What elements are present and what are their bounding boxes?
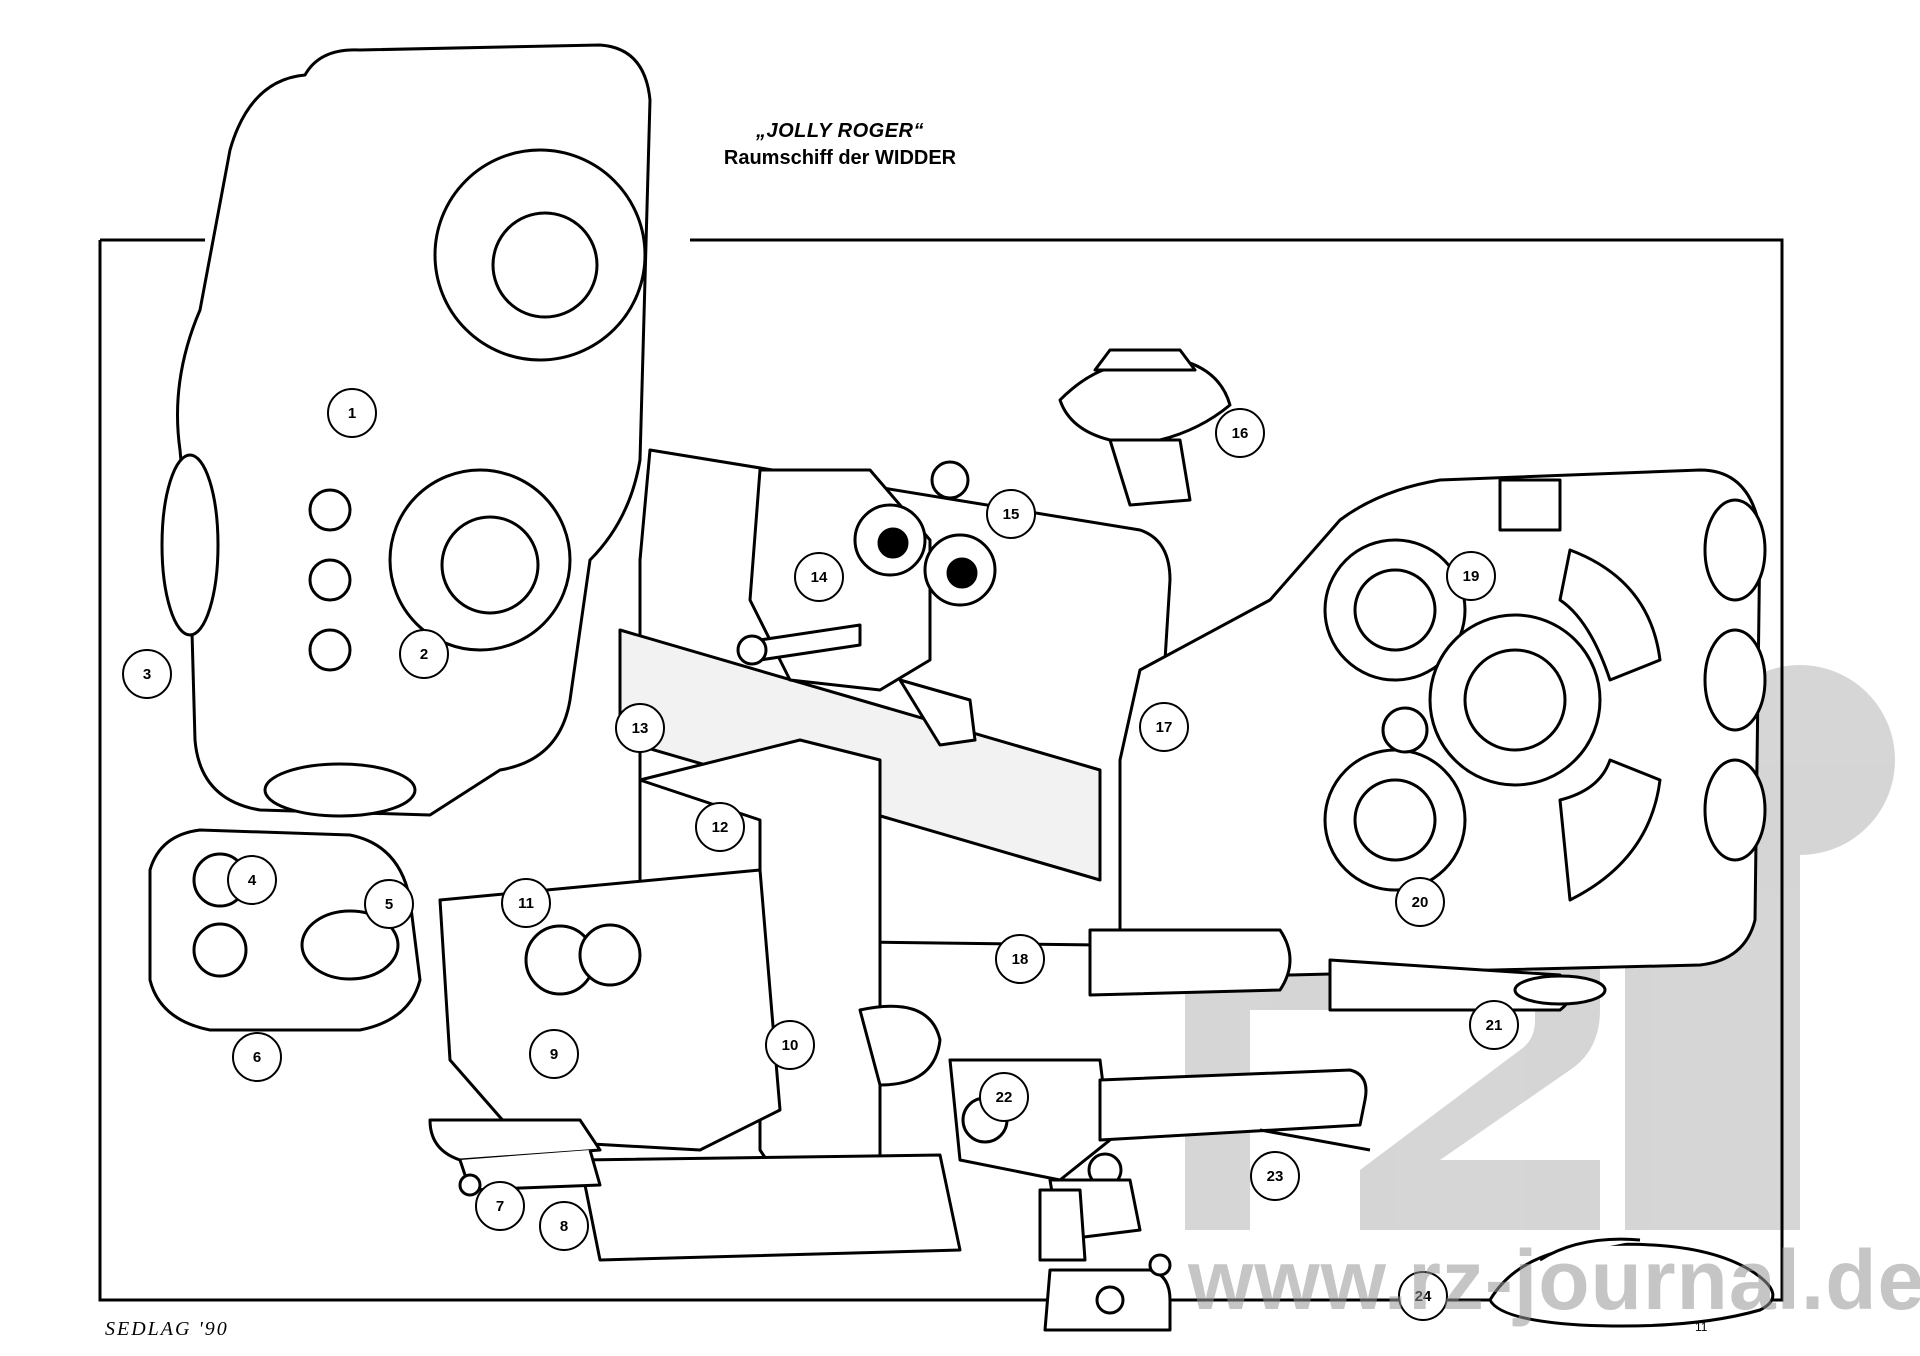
callout-5: 5: [364, 879, 414, 929]
callout-21: 21: [1469, 1000, 1519, 1050]
diagram-subtitle: Raumschiff der WIDDER: [723, 147, 957, 169]
callout-13: 13: [615, 703, 665, 753]
callout-1: 1: [327, 388, 377, 438]
aft-hull-module: [1118, 468, 1767, 978]
callout-16: 16: [1215, 408, 1265, 458]
callout-20: 20: [1395, 877, 1445, 927]
callout-10: 10: [765, 1020, 815, 1070]
callout-7: 7: [475, 1181, 525, 1231]
callout-3: 3: [122, 649, 172, 699]
forward-hull-module: [160, 43, 652, 818]
watermark-url: www.rz-journal.de: [1188, 1233, 1920, 1327]
frame-border: [98, 238, 1784, 1302]
callout-14: 14: [794, 552, 844, 602]
dropship-16: [1058, 348, 1232, 507]
callout-9: 9: [529, 1029, 579, 1079]
lower-left-pod: [148, 828, 422, 1032]
callout-8: 8: [539, 1201, 589, 1251]
callout-22: 22: [979, 1072, 1029, 1122]
middle-engine-block: [438, 868, 962, 1262]
callout-18: 18: [995, 934, 1045, 984]
artist-signature: SEDLAG '90: [105, 1318, 229, 1340]
saucer-24: [1488, 1237, 1775, 1328]
callout-17: 17: [1139, 702, 1189, 752]
callout-24: 24: [1398, 1271, 1448, 1321]
callout-12: 12: [695, 802, 745, 852]
callout-23: 23: [1250, 1151, 1300, 1201]
callout-4: 4: [227, 855, 277, 905]
callout-2: 2: [399, 629, 449, 679]
landing-strut: [1038, 1188, 1172, 1332]
title-block: „JOLLY ROGER“ Raumschiff der WIDDER: [690, 120, 990, 170]
callout-6: 6: [232, 1032, 282, 1082]
callout-15: 15: [986, 489, 1036, 539]
callout-11: 11: [501, 878, 551, 928]
diagram-title: „JOLLY ROGER“: [755, 120, 924, 142]
callout-19: 19: [1446, 551, 1496, 601]
page-number: 11: [1695, 1320, 1708, 1334]
forward-gun-boom: [428, 1118, 602, 1197]
lower-right-nacelle: [1088, 928, 1607, 1012]
